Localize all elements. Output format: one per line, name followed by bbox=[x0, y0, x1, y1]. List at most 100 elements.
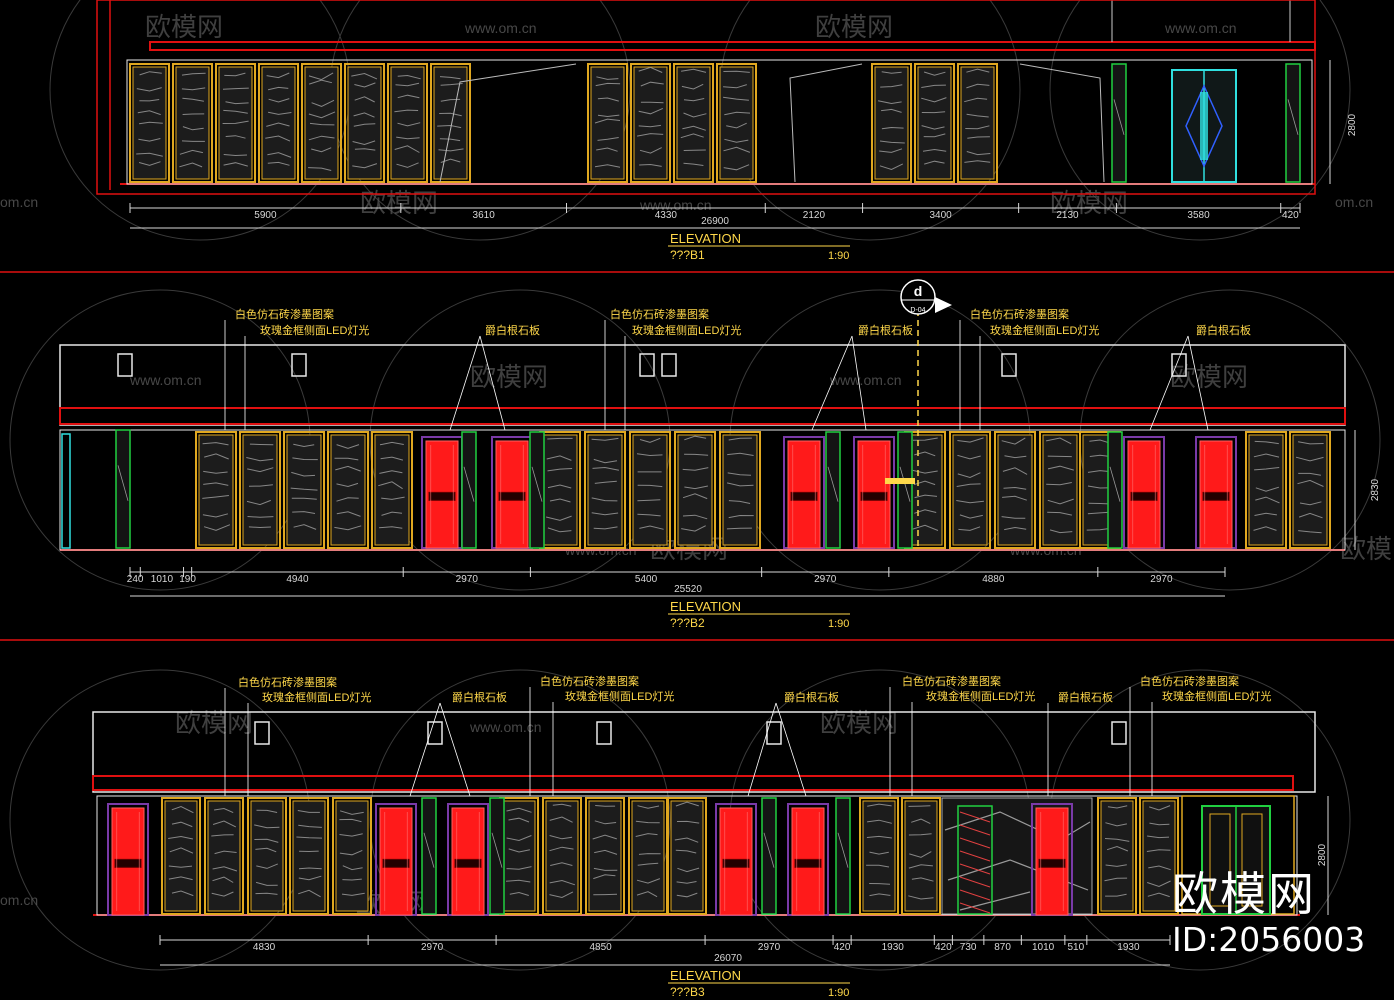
dimension-value: 2970 bbox=[758, 942, 781, 953]
panel-frame-outer bbox=[387, 63, 428, 183]
red-door[interactable] bbox=[787, 803, 829, 916]
red-door[interactable] bbox=[1195, 436, 1237, 549]
marble-vein-pattern bbox=[1045, 437, 1074, 534]
stone-panel[interactable] bbox=[172, 63, 213, 183]
red-door[interactable] bbox=[715, 803, 757, 916]
material-callout-label: 爵白根石板 bbox=[784, 690, 839, 704]
b3-entry-door[interactable] bbox=[1181, 795, 1295, 915]
panel-frame-inner bbox=[347, 66, 382, 180]
stone-panel[interactable] bbox=[1097, 797, 1137, 915]
panel-frame-inner bbox=[335, 800, 369, 912]
marble-vein-pattern bbox=[296, 810, 323, 898]
stone-panel[interactable] bbox=[1245, 431, 1287, 549]
marble-vein-pattern bbox=[394, 74, 421, 168]
stone-panel[interactable] bbox=[587, 63, 628, 183]
stone-panel[interactable] bbox=[301, 63, 342, 183]
stone-panel[interactable] bbox=[542, 797, 582, 915]
strip-vein bbox=[531, 466, 543, 502]
panel-frame-inner bbox=[997, 434, 1033, 546]
panel-frame-outer bbox=[994, 431, 1036, 549]
stone-panel[interactable] bbox=[327, 431, 369, 549]
watermark-site: www.om.cn bbox=[129, 372, 202, 388]
red-door[interactable] bbox=[1031, 803, 1073, 916]
watermark-site-short: om.cn bbox=[0, 892, 38, 908]
stone-panel[interactable] bbox=[994, 431, 1036, 549]
red-door[interactable] bbox=[107, 803, 149, 916]
green-border-strip bbox=[1111, 63, 1127, 183]
stone-panel[interactable] bbox=[129, 63, 170, 183]
stone-panel[interactable] bbox=[258, 63, 299, 183]
stone-panel[interactable] bbox=[1139, 797, 1179, 915]
stone-panel[interactable] bbox=[283, 431, 325, 549]
marble-vein-pattern bbox=[211, 807, 238, 897]
dimension-value: 2130 bbox=[1056, 210, 1079, 221]
red-door[interactable] bbox=[375, 803, 417, 916]
panel-frame-inner bbox=[631, 800, 665, 912]
stone-panel[interactable] bbox=[674, 431, 716, 549]
red-door[interactable] bbox=[491, 436, 533, 549]
dimension-value: 420 bbox=[1282, 210, 1299, 221]
red-door[interactable] bbox=[783, 436, 825, 549]
stone-panel[interactable] bbox=[539, 431, 581, 549]
stone-panel[interactable] bbox=[1039, 431, 1081, 549]
stone-panel[interactable] bbox=[204, 797, 244, 915]
stone-panel[interactable] bbox=[247, 797, 287, 915]
stone-panel[interactable] bbox=[667, 797, 707, 915]
b3-marble-feature-wall[interactable] bbox=[941, 797, 1093, 915]
section-marker[interactable]: dD-04 bbox=[900, 279, 952, 550]
leader-line bbox=[775, 702, 807, 797]
stone-panel[interactable] bbox=[859, 797, 899, 915]
door-handle-bar bbox=[722, 858, 750, 868]
stone-panel[interactable] bbox=[161, 797, 201, 915]
stone-panel[interactable] bbox=[371, 431, 413, 549]
elevation-b3[interactable]: 白色仿石砖渗墨图案玫瑰金框侧面LED灯光爵白根石板白色仿石砖渗墨图案玫瑰金框侧面… bbox=[92, 674, 1329, 999]
screen-hatch bbox=[959, 902, 991, 914]
door-handle-bar bbox=[1202, 491, 1230, 501]
b3-ceiling-zone bbox=[92, 711, 1316, 793]
stone-panel[interactable] bbox=[387, 63, 428, 183]
panel-frame-outer bbox=[161, 797, 201, 915]
stone-panel[interactable] bbox=[901, 797, 941, 915]
leader-line bbox=[851, 335, 867, 431]
elevation-b2[interactable]: dD-04白色仿石砖渗墨图案玫瑰金框侧面LED灯光爵白根石板白色仿石砖渗墨图案玫… bbox=[59, 279, 1381, 630]
marble-vein-pattern bbox=[592, 805, 618, 896]
panel-frame-inner bbox=[633, 66, 668, 180]
stone-panel[interactable] bbox=[904, 431, 946, 549]
stone-panel[interactable] bbox=[957, 63, 998, 183]
stone-panel[interactable] bbox=[584, 431, 626, 549]
stone-panel[interactable] bbox=[215, 63, 256, 183]
stone-panel[interactable] bbox=[628, 797, 668, 915]
stone-panel[interactable] bbox=[716, 63, 757, 183]
stone-panel[interactable] bbox=[871, 63, 912, 183]
elevation-code: ???B1 bbox=[670, 248, 705, 262]
stone-panel[interactable] bbox=[499, 797, 539, 915]
red-door[interactable] bbox=[1123, 436, 1165, 549]
stone-panel[interactable] bbox=[585, 797, 625, 915]
panel-frame-inner bbox=[1042, 434, 1078, 546]
stone-panel[interactable] bbox=[949, 431, 991, 549]
red-door[interactable] bbox=[853, 436, 895, 549]
panel-frame-outer bbox=[901, 797, 941, 915]
panel-frame-inner bbox=[164, 800, 198, 912]
stone-panel[interactable] bbox=[239, 431, 281, 549]
stone-panel[interactable] bbox=[344, 63, 385, 183]
stone-panel[interactable] bbox=[430, 63, 471, 183]
stone-panel[interactable] bbox=[629, 431, 671, 549]
stone-panel[interactable] bbox=[1289, 431, 1331, 549]
b1-glass-door[interactable] bbox=[1171, 69, 1237, 183]
stone-panel[interactable] bbox=[673, 63, 714, 183]
strip-vein bbox=[827, 466, 839, 502]
dimension-value: 190 bbox=[179, 574, 196, 585]
stone-panel[interactable] bbox=[195, 431, 237, 549]
stone-panel[interactable] bbox=[914, 63, 955, 183]
stone-panel[interactable] bbox=[332, 797, 372, 915]
stone-panel[interactable] bbox=[289, 797, 329, 915]
marble-vein-pattern bbox=[308, 72, 336, 171]
door-handle-bar bbox=[382, 858, 410, 868]
red-door[interactable] bbox=[421, 436, 463, 549]
stone-panel[interactable] bbox=[719, 431, 761, 549]
red-door[interactable] bbox=[447, 803, 489, 916]
green-border-strip bbox=[489, 797, 505, 915]
stone-panel[interactable] bbox=[630, 63, 671, 183]
